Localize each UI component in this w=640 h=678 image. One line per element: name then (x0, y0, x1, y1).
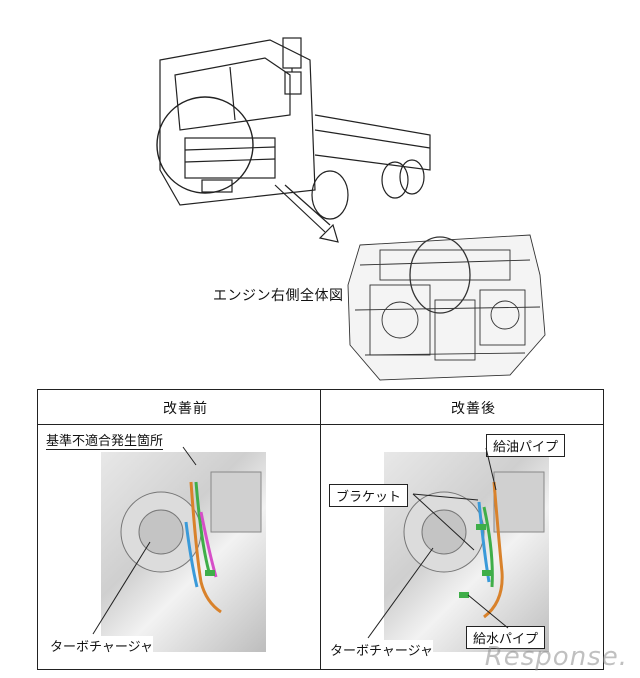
watermark: Response. (484, 642, 628, 672)
before-turbo-label: ターボチャージャ (50, 636, 153, 655)
header-before: 改善前 (163, 401, 208, 417)
bracket-label: ブラケット (329, 484, 409, 507)
header-divider (38, 424, 603, 425)
column-divider (320, 390, 321, 669)
after-photo (384, 452, 549, 652)
engine-illustration (347, 234, 546, 381)
comparison-table: 改善前 改善後 基準不適合発生箇所 ターボチャージャ (37, 389, 604, 670)
after-pipes (403, 471, 545, 619)
header-after: 改善後 (451, 401, 496, 417)
defect-location-label: 基準不適合発生箇所 (46, 430, 164, 450)
after-leader-lines (367, 447, 509, 639)
before-leader-lines (92, 446, 197, 635)
truck-illustration (156, 37, 431, 243)
before-photo (101, 452, 266, 652)
water-pipe-label: 給水パイプ (466, 626, 546, 649)
oil-pipe-label: 給油パイプ (486, 434, 566, 457)
before-pipes (120, 471, 262, 614)
after-turbo-label: ターボチャージャ (330, 640, 433, 659)
engine-caption: エンジン右側全体図 (213, 288, 344, 304)
